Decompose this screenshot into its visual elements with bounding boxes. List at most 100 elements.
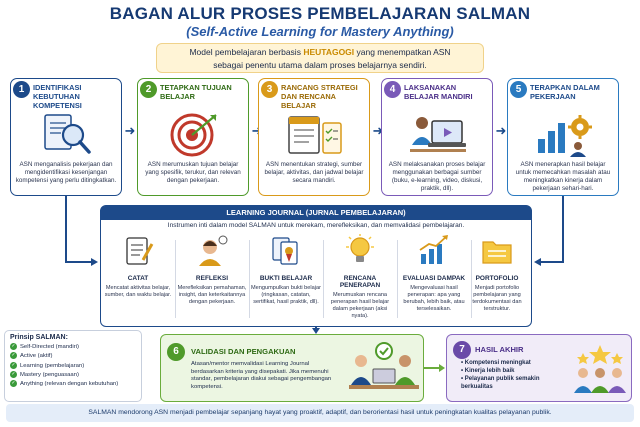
result-item-label: Pelayanan publik semakin berkualitas (461, 376, 540, 390)
calendar-plan-icon (288, 116, 342, 154)
check-icon: ✓ (10, 361, 17, 369)
journal-item-desc: Mengevaluasi hasil penerapan: apa yang b… (403, 285, 465, 312)
principle-item: ✓Self-Directed (mandiri) (10, 343, 136, 352)
journal-item-evaluasi-dampak: EVALUASI DAMPAK Mengevaluasi hasil pener… (399, 234, 469, 326)
step-3-card: 3 RANCANG STRATEGI DAN RENCANA BELAJAR A… (258, 78, 370, 196)
journal-item-refleksi: REFLEKSI Merefleksikan pemahaman, insigh… (177, 234, 247, 326)
folder-icon (482, 241, 512, 264)
divider (471, 240, 472, 318)
step-3-number: 3 (261, 81, 278, 98)
principle-item: ✓Learning (pembelajaran) (10, 361, 136, 371)
journal-item-title: RENCANA PENERAPAN (339, 275, 381, 289)
principle-label: Anything (relevan dengan kebutuhan) (20, 381, 119, 388)
principle-label: Active (aktif) (20, 353, 53, 360)
principles-panel: Prinsip SALMAN: ✓Self-Directed (mandiri)… (4, 330, 142, 402)
intro-highlight: HEUTAGOGI (303, 47, 355, 57)
step-2-desc: ASN merumuskan tujuan belajar yang spesi… (145, 161, 241, 184)
journal-item-desc: Menjadi portofolio pembelajaran yang ter… (472, 285, 522, 312)
journal-item-rencana-penerapan: RENCANA PENERAPAN Merumuskan rencana pen… (325, 234, 395, 326)
divider (397, 240, 398, 318)
result-title: HASIL AKHIR (475, 345, 524, 354)
result-item: • Pelayanan publik semakin berkualitas (461, 376, 540, 390)
arrow-right-icon: ➜ (251, 123, 263, 138)
divider (175, 240, 176, 318)
step-5-title: TERAPKAN DALAM PEKERJAAN (530, 83, 600, 101)
step-4-number: 4 (384, 81, 401, 98)
principle-item: ✓Active (aktif) (10, 352, 136, 361)
step-5-number: 5 (510, 81, 527, 98)
journal-item-portofolio: PORTOFOLIO Menjadi portofolio pembelajar… (461, 234, 533, 326)
result-item: • Kinerja lebih baik (461, 368, 515, 374)
check-icon: ✓ (10, 343, 17, 350)
principles-title: Prinsip SALMAN: (10, 334, 68, 341)
divider (323, 240, 324, 318)
lightbulb-icon (346, 234, 374, 262)
laptop-learner-icon (410, 117, 466, 152)
check-icon: ✓ (10, 380, 17, 388)
step-1-card: 1 IDENTIFIKASI KEBUTUHAN KOMPETENSI ASN … (10, 78, 122, 196)
intro-banner: Model pembelajaran berbasis HEUTAGOGI ya… (156, 43, 484, 73)
page-title: BAGAN ALUR PROSES PEMBELAJARAN SALMAN (109, 4, 531, 23)
journal-item-desc: Merefleksikan pemahaman, insight, dan ke… (177, 285, 247, 305)
validation-title: VALIDASI DAN PENGAKUAN (191, 347, 296, 356)
journal-item-desc: Merumuskan rencana penerapan hasil belaj… (330, 292, 390, 319)
team-stars-icon (574, 345, 626, 393)
step-3-desc: ASN menentukan strategi, sumber belajar,… (264, 161, 364, 184)
magnifier-document-icon (44, 114, 91, 154)
step-7-number: 7 (453, 341, 471, 359)
journal-item-desc: Mengumpulkan bukti belajar (ringkasan, c… (251, 285, 321, 305)
validation-desc: Atasan/mentor memvalidasi Learning Journ… (191, 361, 332, 390)
intro-text-line2: sebagai penentu utama dalam proses belaj… (213, 60, 427, 70)
journal-item-title: REFLEKSI (195, 275, 229, 282)
step-4-card: 4 LAKSANAKAN BELAJAR MANDIRI ASN melaksa… (381, 78, 493, 196)
divider (249, 240, 250, 318)
arrow-right-icon: ➜ (495, 123, 507, 138)
target-icon (170, 113, 217, 157)
principle-label: Self-Directed (mandiri) (20, 344, 79, 351)
evidence-docs-icon (272, 237, 298, 265)
page-subtitle: (Self-Active Learning for Mastery Anythi… (186, 24, 454, 39)
step-1-desc: ASN menganalisis pekerjaan dan mengident… (15, 161, 117, 184)
step-5-card: 5 TERAPKAN DALAM PEKERJAAN ASN menerapka… (507, 78, 619, 196)
principle-label: Mastery (penguasaan) (20, 372, 79, 379)
learning-journal-panel: LEARNING JOURNAL (JURNAL PEMBELAJARAN) I… (100, 205, 532, 327)
step-3-title: RANCANG STRATEGI DAN RENCANA BELAJAR (281, 83, 358, 110)
journal-item-title: BUKTI BELAJAR (259, 275, 313, 282)
step-2-number: 2 (140, 81, 157, 98)
journal-item-title: CATAT (127, 275, 149, 282)
result-item-label: Kinerja lebih baik (464, 368, 515, 374)
journal-title: LEARNING JOURNAL (JURNAL PEMBELAJARAN) (101, 206, 531, 220)
result-item-label: Kompetensi meningkat (464, 360, 531, 366)
step-6-number: 6 (167, 343, 185, 361)
principle-item: ✓Mastery (penguasaan) (10, 371, 136, 380)
journal-item-bukti-belajar: BUKTI BELAJAR Mengumpulkan bukti belajar… (251, 234, 321, 326)
journal-item-catat: CATAT Mencatat aktivitas belajar, sumber… (103, 234, 173, 326)
principle-label: Learning (pembelajaran) (20, 362, 85, 369)
worker-gear-icon (538, 115, 592, 157)
result-list: • Kompetensi meningkat • Kinerja lebih b… (461, 359, 571, 391)
validation-card: 6 VALIDASI DAN PENGAKUAN Atasan/mentor m… (160, 334, 424, 402)
journal-item-desc: Mencatat aktivitas belajar, sumber, dan … (104, 285, 172, 298)
footer-banner: SALMAN mendorong ASN menjadi pembelajar … (6, 404, 634, 422)
notepad-icon (126, 237, 154, 265)
intro-text-post: yang menempatkan ASN (354, 47, 451, 57)
check-icon: ✓ (10, 371, 17, 379)
step-1-title: IDENTIFIKASI KEBUTUHAN KOMPETENSI (33, 83, 82, 110)
check-icon: ✓ (10, 352, 17, 360)
step-4-desc: ASN melaksanakan proses belajar mengguna… (388, 161, 486, 192)
step-4-title: LAKSANAKAN BELAJAR MANDIRI (404, 83, 473, 101)
step-1-number: 1 (13, 81, 30, 98)
growth-chart-icon (419, 235, 448, 264)
result-card: 7 HASIL AKHIR • Kompetensi meningkat • K… (446, 334, 632, 402)
step-5-desc: ASN menerapkan hasil belajar untuk memec… (515, 161, 611, 192)
result-item: • Kompetensi meningkat (461, 360, 531, 366)
step-2-title: TETAPKAN TUJUAN BELAJAR (160, 83, 232, 101)
step-2-card: 2 TETAPKAN TUJUAN BELAJAR ASN merumuskan… (137, 78, 249, 196)
intro-text-pre: Model pembelajaran berbasis (189, 47, 304, 57)
mentor-discussion-icon (349, 342, 419, 389)
arrow-right-icon: ➜ (372, 123, 384, 138)
journal-subtitle: Instrumen inti dalam model SALMAN untuk … (167, 222, 465, 229)
journal-item-title: EVALUASI DAMPAK (402, 275, 466, 282)
arrow-right-icon: ➜ (124, 123, 136, 138)
